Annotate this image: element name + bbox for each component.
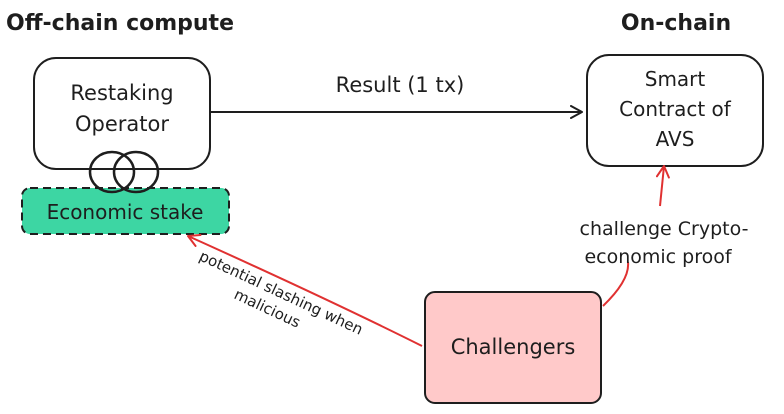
economic-stake-node: Economic stake [21,187,230,235]
challengers-box [424,291,602,404]
smart-contract-label-line2: Contract of [619,97,732,121]
challengers-node: Challengers [424,291,602,404]
economic-stake-label: Economic stake [47,200,204,224]
slashing-edge-label-line1: potential slashing when [196,247,365,339]
offchain-zone-label: Off-chain compute [6,11,234,36]
result-edge-label: Result (1 tx) [336,73,465,97]
interlocking-rings-icon [88,150,160,194]
restaking-operator-label-line2: Operator [75,112,169,136]
result-edge: Result (1 tx) [210,73,583,119]
challenge-edge: challenge Crypto- economic proof [580,166,749,307]
smart-contract-label-line3: AVS [656,127,695,151]
restaking-operator-label-line1: Restaking [70,81,173,105]
smart-contract-node: Smart Contract of AVS [586,54,764,167]
smart-contract-label-line1: Smart [645,67,706,91]
restaking-operator-node: Restaking Operator [33,57,211,170]
challenge-arrow [602,166,664,307]
slashing-edge: potential slashing when malicious [187,234,423,347]
challenge-edge-label-line2: economic proof [584,246,732,268]
onchain-zone-label: On-chain [621,11,731,36]
restaking-operator-box [33,57,211,170]
challenge-edge-label-line1: challenge Crypto- [580,218,749,240]
slashing-arrow [187,234,423,347]
challengers-label: Challengers [451,335,576,359]
